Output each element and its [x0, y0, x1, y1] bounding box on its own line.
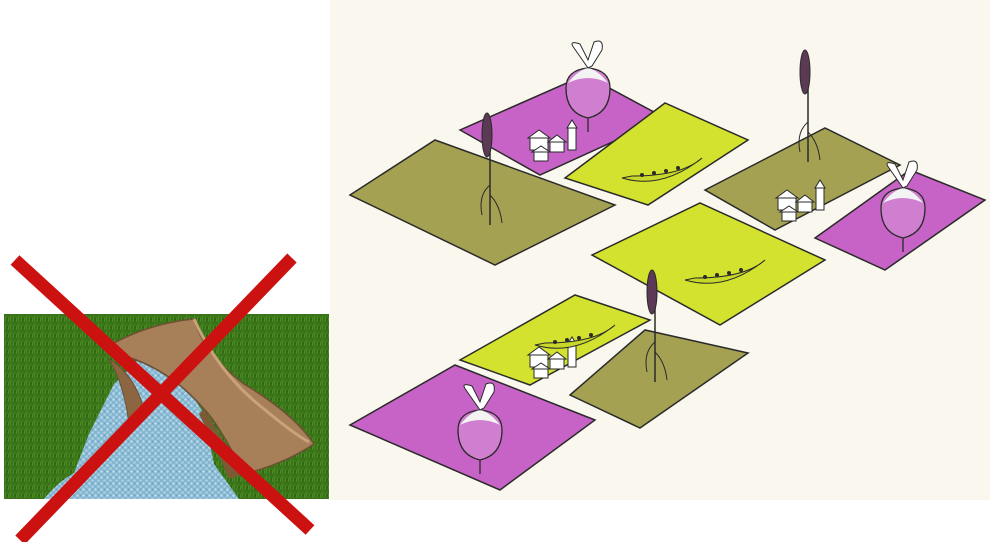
crop-rotation-drawing [330, 0, 990, 500]
fertilizer-sack-image [4, 314, 329, 499]
crop-rotation-illustration [330, 0, 990, 500]
fertilizer-photo [4, 314, 329, 499]
